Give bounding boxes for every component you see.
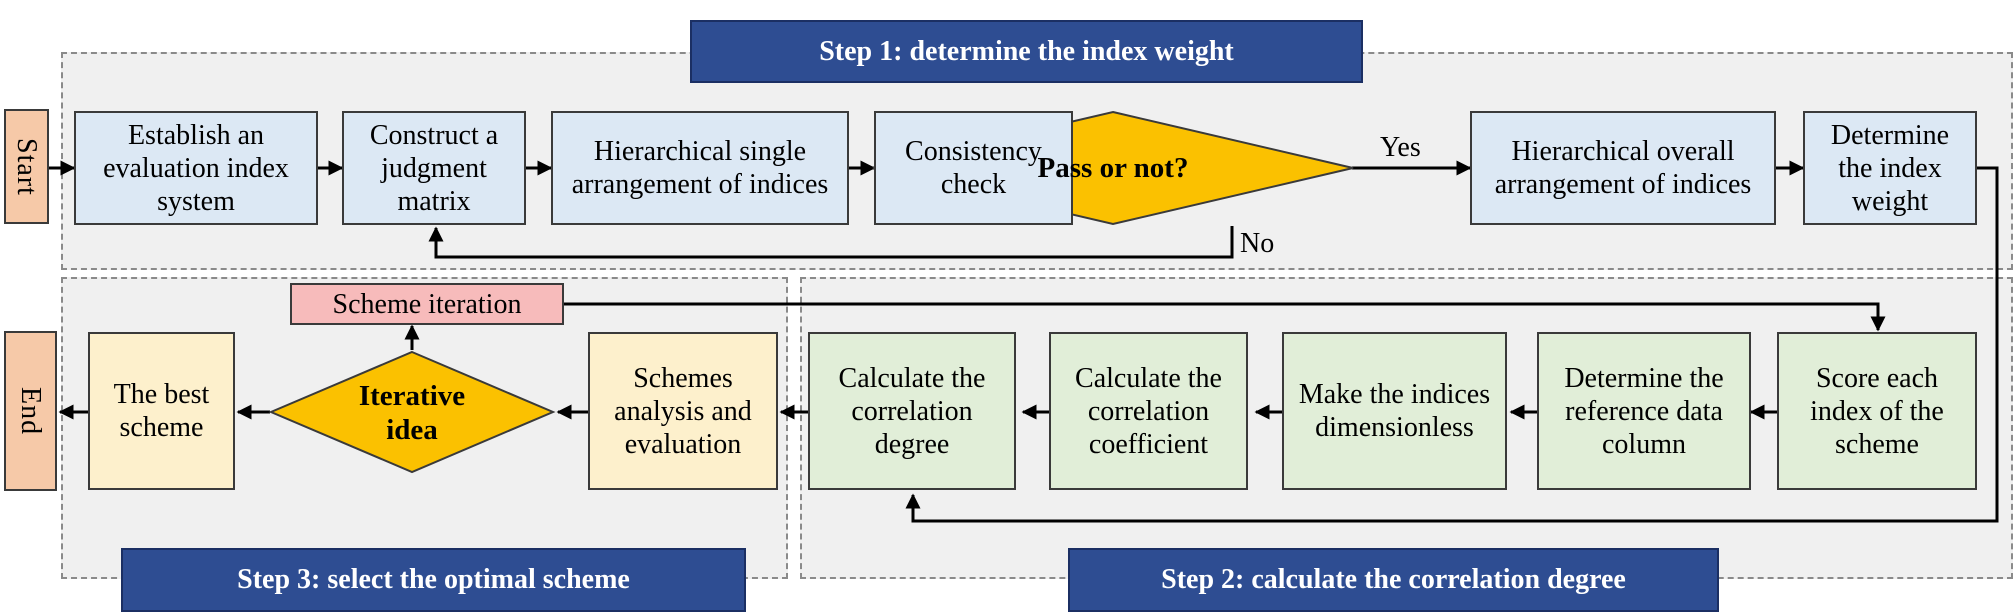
overall-arrangement-box: Hierarchical overall arrangement of indi… bbox=[1470, 111, 1776, 225]
correlation-degree-box: Calculate the correlation degree bbox=[808, 332, 1016, 490]
reference-box: Determine the reference data column bbox=[1537, 332, 1751, 490]
decision-diamond-iterative bbox=[268, 350, 556, 474]
step1-title: Step 1: determine the index weight bbox=[690, 20, 1363, 83]
score-box: Score each index of the scheme bbox=[1777, 332, 1977, 490]
establish-box: Establish an evaluation index system bbox=[74, 111, 318, 225]
best-scheme-box: The best scheme bbox=[88, 332, 235, 490]
arrow-iteration-to-score bbox=[564, 302, 1886, 332]
arrow-weight-to-degree bbox=[905, 166, 1999, 523]
start-terminal: Start bbox=[4, 109, 49, 224]
construct-box: Construct a judgment matrix bbox=[342, 111, 526, 225]
no-label: No bbox=[1240, 228, 1275, 259]
yes-label: Yes bbox=[1380, 132, 1421, 163]
dimensionless-box: Make the indices dimensionless bbox=[1282, 332, 1507, 490]
arrow-no-loop bbox=[428, 226, 1234, 259]
index-weight-box: Determine the index weight bbox=[1803, 111, 1977, 225]
coefficient-box: Calculate the correlation coefficient bbox=[1049, 332, 1248, 490]
step3-title: Step 3: select the optimal scheme bbox=[121, 548, 746, 612]
step2-title: Step 2: calculate the correlation degree bbox=[1068, 548, 1719, 612]
pass-decision-label: Pass or not? bbox=[1037, 152, 1189, 184]
end-terminal: End bbox=[4, 331, 57, 491]
scheme-iteration-box: Scheme iteration bbox=[290, 283, 564, 325]
single-arrangement-box: Hierarchical single arrangement of indic… bbox=[551, 111, 849, 225]
iterative-decision-label: Iterative idea bbox=[358, 380, 466, 446]
consistency-box: Consistency check bbox=[874, 111, 1073, 225]
analysis-box: Schemes analysis and evaluation bbox=[588, 332, 778, 490]
